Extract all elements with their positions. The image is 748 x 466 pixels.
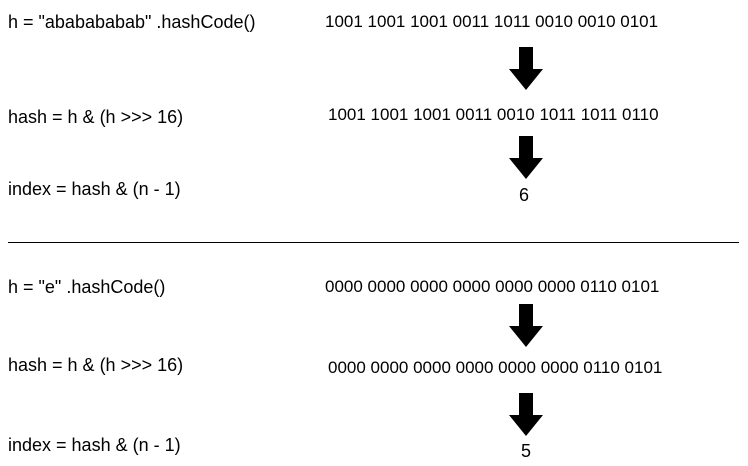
s1-hash-bits: 1001 1001 1001 0011 0010 1011 1011 0110 bbox=[328, 105, 659, 124]
s2-hash-label: hash = h & (h >>> 16) bbox=[8, 355, 184, 375]
s1-index-label: index = hash & (n - 1) bbox=[8, 179, 181, 199]
s2-h-label: h = "e" .hashCode() bbox=[8, 277, 166, 297]
arrow-down-icon bbox=[508, 47, 544, 91]
arrow-down-icon bbox=[508, 136, 544, 180]
s1-h-label: h = "ababababab" .hashCode() bbox=[8, 12, 256, 32]
section-divider bbox=[8, 242, 739, 243]
s2-index-label: index = hash & (n - 1) bbox=[8, 435, 181, 455]
s1-index-value: 6 bbox=[519, 185, 530, 205]
s2-hash-bits: 0000 0000 0000 0000 0000 0000 0110 0101 bbox=[328, 358, 663, 377]
arrow-down-icon bbox=[508, 393, 544, 437]
s2-h-bits: 0000 0000 0000 0000 0000 0000 0110 0101 bbox=[325, 277, 660, 296]
s1-hash-label: hash = h & (h >>> 16) bbox=[8, 107, 184, 127]
s2-index-value: 5 bbox=[521, 441, 532, 461]
arrow-down-icon bbox=[508, 304, 544, 348]
s1-h-bits: 1001 1001 1001 0011 1011 0010 0010 0101 bbox=[325, 12, 659, 31]
